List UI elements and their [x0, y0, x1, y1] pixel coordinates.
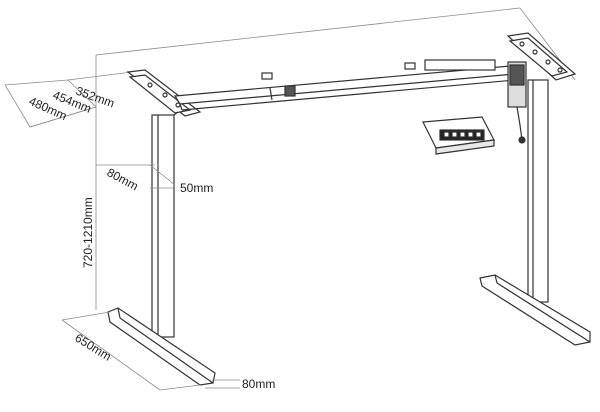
- cross-beam: [173, 59, 517, 111]
- left-foot: [107, 307, 216, 386]
- controller-button: [443, 131, 450, 138]
- motor: [507, 61, 527, 144]
- beam-bracket: [404, 62, 416, 70]
- control-panel: [422, 116, 495, 155]
- controller-button: [459, 131, 466, 138]
- controller-button: [467, 131, 474, 138]
- mount-hole: [147, 82, 153, 88]
- left-top-plate: [126, 69, 202, 117]
- mount-hole: [532, 49, 538, 55]
- beam-joint: [284, 85, 296, 97]
- right-column: [527, 79, 549, 303]
- dimension-guides: [61, 164, 240, 391]
- dim-foot-length: 650mm: [72, 331, 113, 364]
- controller-button: [451, 131, 458, 138]
- mount-hole: [545, 59, 551, 65]
- beam-bracket: [261, 72, 273, 80]
- mount-hole: [162, 92, 168, 98]
- dim-column-depth: 50mm: [180, 181, 213, 195]
- right-top-plate: [506, 32, 577, 81]
- top-dimension-guides: [4, 71, 133, 128]
- dim-height-range: 720-1210mm: [81, 197, 95, 268]
- beam-end-cap: [424, 59, 496, 71]
- dim-column-width: 80mm: [105, 165, 141, 193]
- dim-foot-width: 80mm: [242, 377, 275, 391]
- mount-hole: [519, 41, 525, 47]
- mount-hole: [557, 67, 563, 73]
- right-foot: [479, 274, 591, 346]
- left-column: [151, 111, 179, 338]
- controller-button: [475, 131, 482, 138]
